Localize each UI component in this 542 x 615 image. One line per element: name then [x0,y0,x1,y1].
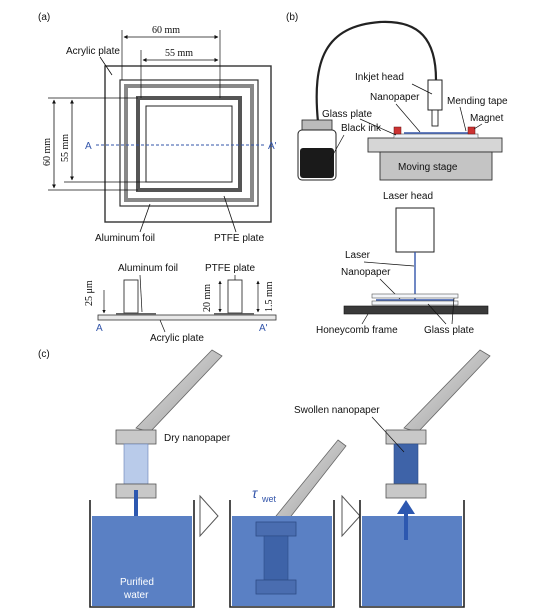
laser-head-label: Laser head [383,191,433,202]
stage-glass-plate [393,133,479,139]
sec-foil-leader [139,274,143,313]
honeycomb-frame [343,305,489,315]
section-a-prime-label: A' [268,141,277,152]
sec-acrylic-plate [97,314,277,321]
grip-top-3 [385,429,427,445]
nanopaper-label: Nanopaper [370,92,420,103]
sec-aluminum-foil-layer-left [116,313,156,315]
inkjet-head-label: Inkjet head [355,72,404,83]
grip-bottom-2 [255,579,297,595]
laser-label: Laser [345,250,371,261]
step-chevron-2 [341,494,361,538]
sec-ptfe-block-right [227,279,243,314]
soaking-nanopaper [263,535,289,581]
moving-stage-top [367,137,503,153]
glass-plate-2-leader-b [451,297,455,325]
step-chevron-1 [199,494,219,538]
panel-c-label: (c) [38,349,50,360]
ink-tube [315,20,438,123]
aluminum-foil-leader [139,203,151,233]
laser-head [395,207,435,253]
sec-aluminum-foil-label: Aluminum foil [118,263,178,274]
aluminum-foil-label: Aluminum foil [95,233,155,244]
magnet-left [393,126,402,135]
acrylic-plate-leader [99,56,113,76]
inkjet-nozzle [431,109,439,127]
water-1 [92,516,192,606]
aluminum-foil-inner [124,84,254,202]
ptfe-plate-window [145,105,233,183]
mending-tape-leader [459,106,467,132]
ink-bottle-cap [301,119,333,131]
inkjet-head-leader [411,83,433,95]
acrylic-plate-label: Acrylic plate [66,46,120,57]
sec-aluminum-foil-layer-right [214,313,254,315]
sec-a-label: A [96,323,103,334]
dry-nanopaper-label: Dry nanopaper [164,433,231,444]
dim-55-left-label: 55 mm [60,134,71,162]
beaker-2 [229,500,335,608]
mending-tape-label: Mending tape [447,96,508,107]
glass-plate-label: Glass plate [322,109,372,120]
beaker-1 [89,500,195,608]
section-a-label: A [85,141,92,152]
magnet-leader [473,123,483,130]
tau-symbol: τ [252,485,258,501]
tau-subscript: wet [261,494,277,504]
honeycomb-leader [361,313,369,325]
panel-b-label: (b) [286,12,298,23]
moving-stage-label: Moving stage [398,162,458,173]
laser-glass-plate-top [371,293,459,299]
moving-stage [379,151,493,181]
panel-b: (b) Inkjet head Moving stage Nanopaper M… [286,12,508,336]
ptfe-plate-label: PTFE plate [214,233,264,244]
glass-plate-2-label: Glass plate [424,325,474,336]
dim-20mm-label: 20 mm [202,284,213,312]
panel-a-label: (a) [38,12,50,23]
glass-plate-leader [359,118,397,136]
laser-leader [363,261,415,267]
grip-top-1 [115,429,157,445]
black-ink-leader [329,134,345,161]
magnet-right [467,126,476,135]
tweezer-2 [275,439,347,521]
purified-label: Purified [120,577,154,588]
tweezer-1 [135,349,223,433]
sec-ptfe-plate-label: PTFE plate [205,263,255,274]
grip-bottom-3 [385,483,427,499]
sec-acrylic-plate-label: Acrylic plate [150,333,204,344]
laser-glass-plate-bottom [371,300,459,306]
beaker-3 [359,500,465,608]
dim-25um-label: 25 μm [84,280,95,306]
water-label: water [123,590,149,601]
sec-a-prime-label: A' [259,323,268,334]
swollen-nanopaper-label: Swollen nanopaper [294,405,380,416]
tweezer-3 [403,349,491,433]
glass-plate-2-leader-a [427,303,447,325]
swollen-nanopaper-strip [393,443,419,485]
panel-a: (a) A A' Acrylic plate 60 mm 55 mm 60 mm [38,12,277,344]
black-ink [300,148,334,178]
panel-c: (c) Dry nanopaper Purified water τ wet [38,349,491,608]
sec-acrylic-leader [159,319,166,333]
swollen-leader [371,416,405,453]
water-3 [362,516,462,606]
dry-nanopaper-strip [123,443,149,485]
dim-60-left-label: 60 mm [42,138,53,166]
sec-ptfe-block-left [123,279,139,314]
dim-15mm-label: 1.5 mm [264,281,275,312]
inkjet-head [427,79,443,111]
nanopaper-leader [395,103,421,133]
honeycomb-frame-label: Honeycomb frame [316,325,398,336]
magnet-label: Magnet [470,113,504,124]
dim-60-top-label: 60 mm [152,25,180,36]
ptfe-plate-leader [223,195,237,233]
up-arrow-head [397,500,415,514]
grip-top-2 [255,521,297,537]
dim-55-top-label: 55 mm [165,48,193,59]
aluminum-foil-frame [119,79,259,207]
nanopaper-2-label: Nanopaper [341,267,391,278]
black-ink-label: Black ink [341,123,382,134]
